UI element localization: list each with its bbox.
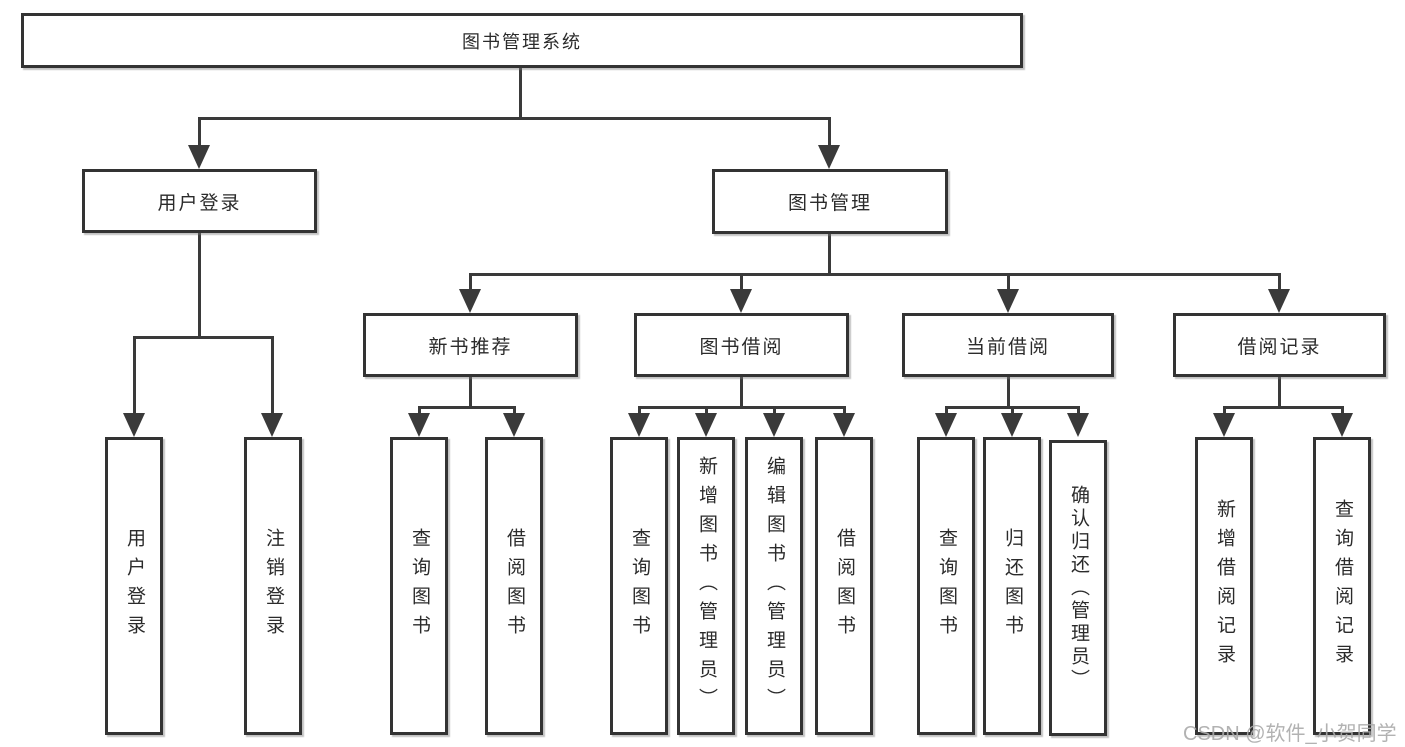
arrow-down-icon (1001, 413, 1023, 437)
arrow-down-icon (503, 413, 525, 437)
node-root: 图书管理系统 (21, 13, 1023, 68)
connector-line (418, 406, 421, 416)
connector-line (828, 233, 831, 275)
node-edit-books-admin: 编辑图书（管理员） (745, 437, 803, 735)
arrow-down-icon (1067, 413, 1089, 437)
connector-line (513, 406, 516, 416)
connector-line (705, 406, 708, 416)
connector-line (133, 336, 274, 339)
arrow-down-icon (261, 413, 283, 437)
connector-line (133, 336, 136, 416)
arrow-down-icon (730, 289, 752, 313)
connector-line (1223, 406, 1344, 409)
connector-line (198, 117, 201, 148)
connector-line (828, 117, 831, 148)
node-borrow-records: 借阅记录 (1173, 313, 1386, 377)
connector-line (740, 376, 743, 409)
connector-line (740, 273, 743, 292)
node-current-borrow: 当前借阅 (902, 313, 1114, 377)
node-user-login-leaf: 用户登录 (105, 437, 163, 735)
arrow-down-icon (628, 413, 650, 437)
arrow-down-icon (1213, 413, 1235, 437)
connector-line (945, 406, 948, 416)
connector-line (271, 336, 274, 416)
connector-line (519, 68, 522, 119)
node-book-management: 图书管理 (712, 169, 948, 234)
connector-line (1077, 406, 1080, 416)
node-borrow-books-recommend: 借阅图书 (485, 437, 543, 735)
connector-line (1007, 273, 1010, 292)
arrow-down-icon (695, 413, 717, 437)
connector-line (1007, 376, 1010, 409)
node-add-borrow-record: 新增借阅记录 (1195, 437, 1253, 735)
connector-line (469, 273, 1281, 276)
node-book-borrow: 图书借阅 (634, 313, 849, 377)
arrow-down-icon (459, 289, 481, 313)
connector-line (1278, 273, 1281, 292)
node-return-books: 归还图书 (983, 437, 1041, 735)
connector-line (1341, 406, 1344, 416)
connector-line (638, 406, 641, 416)
connector-line (843, 406, 846, 416)
connector-line (469, 376, 472, 409)
node-query-borrow-record: 查询借阅记录 (1313, 437, 1371, 735)
connector-line (1011, 406, 1014, 416)
node-borrow-books-leaf: 借阅图书 (815, 437, 873, 735)
node-query-books-borrow: 查询图书 (610, 437, 668, 735)
node-query-books-recommend: 查询图书 (390, 437, 448, 735)
connector-line (638, 406, 846, 409)
connector-line (773, 406, 776, 416)
connector-line (469, 273, 472, 292)
arrow-down-icon (1268, 289, 1290, 313)
node-new-book-recommend: 新书推荐 (363, 313, 578, 377)
arrow-down-icon (818, 145, 840, 169)
connector-line (1278, 376, 1281, 409)
arrow-down-icon (763, 413, 785, 437)
arrow-down-icon (188, 145, 210, 169)
connector-line (1223, 406, 1226, 416)
node-add-books-admin: 新增图书（管理员） (677, 437, 735, 735)
arrow-down-icon (1331, 413, 1353, 437)
node-confirm-return-admin: 确认归还（管理员） (1049, 440, 1107, 736)
node-logout: 注销登录 (244, 437, 302, 735)
arrow-down-icon (997, 289, 1019, 313)
arrow-down-icon (935, 413, 957, 437)
node-user-login: 用户登录 (82, 169, 317, 233)
arrow-down-icon (123, 413, 145, 437)
node-query-books-current: 查询图书 (917, 437, 975, 735)
arrow-down-icon (833, 413, 855, 437)
connector-line (418, 406, 516, 409)
arrow-down-icon (408, 413, 430, 437)
connector-line (198, 232, 201, 338)
csdn-watermark: CSDN @软件_小贺同学 (1183, 723, 1397, 745)
connector-line (198, 117, 831, 120)
